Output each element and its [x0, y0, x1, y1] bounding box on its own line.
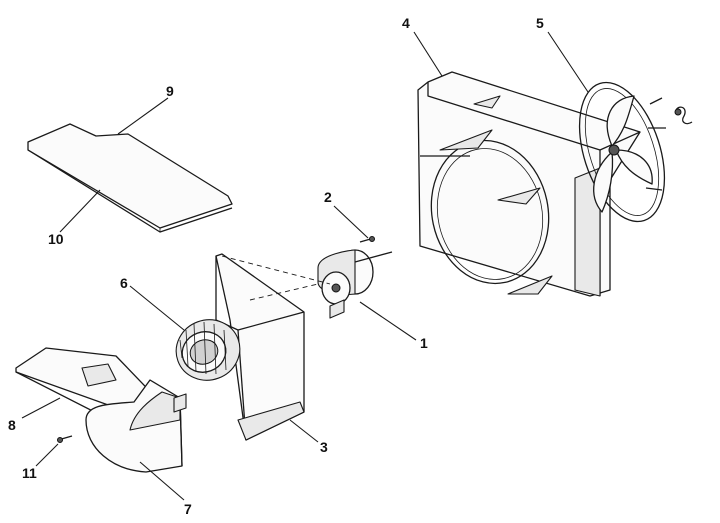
leader-8	[21, 397, 61, 419]
motor-part	[317, 249, 393, 319]
motor-mount-panel-part	[215, 253, 331, 441]
blower-scroll-housing-part	[85, 379, 187, 473]
leader-10	[59, 189, 101, 233]
leader-1	[359, 301, 417, 341]
leader-9	[117, 97, 169, 135]
leader-11	[35, 443, 59, 467]
leader-3	[289, 419, 319, 443]
label-8: 8	[8, 417, 16, 433]
screw-11-part	[57, 435, 73, 443]
top-panel-part	[27, 123, 233, 233]
label-3: 3	[320, 439, 328, 455]
label-11: 11	[22, 465, 37, 481]
label-4: 4	[402, 15, 410, 31]
screw-part	[359, 236, 375, 243]
leader-7	[139, 461, 185, 501]
leader-6	[129, 285, 185, 331]
label-6: 6	[120, 275, 128, 291]
blower-wheel-part	[175, 319, 241, 381]
label-9: 9	[166, 83, 174, 99]
label-1: 1	[420, 335, 428, 351]
label-5: 5	[536, 15, 544, 31]
label-10: 10	[48, 231, 64, 247]
leader-lines	[21, 31, 589, 501]
retaining-clip-part	[674, 106, 693, 125]
label-7: 7	[184, 501, 192, 517]
fan-shroud-housing-part	[417, 71, 641, 297]
label-2: 2	[324, 189, 332, 205]
leader-2	[333, 205, 369, 239]
leader-5	[547, 31, 589, 93]
leader-4	[413, 31, 443, 77]
part-labels: 1 2 3 4 5 6 7 8 9 10 11	[8, 15, 544, 517]
fan-blade-part	[578, 81, 666, 223]
